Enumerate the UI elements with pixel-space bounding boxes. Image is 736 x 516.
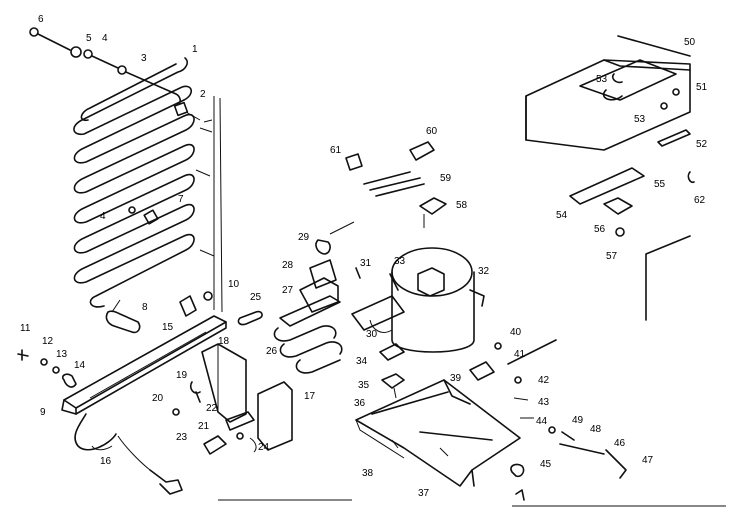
callout-16: 16: [100, 456, 112, 467]
condenser-coil: [73, 57, 195, 313]
callout-51: 51: [696, 82, 708, 93]
callout-61: 61: [330, 145, 342, 156]
callout-22: 22: [206, 403, 218, 414]
callout-40: 40: [510, 327, 522, 338]
callout-62: 62: [694, 195, 706, 206]
callout-33: 33: [394, 256, 406, 267]
fill-tube: [645, 235, 691, 321]
callout-35: 35: [358, 380, 370, 391]
callout-13: 13: [56, 349, 68, 360]
callout-42: 42: [538, 375, 550, 386]
fitting-2: [173, 101, 213, 123]
callout-57: 57: [606, 251, 618, 262]
callout-46: 46: [614, 438, 626, 449]
callout-53b: 53: [634, 114, 646, 125]
callout-28: 28: [282, 260, 294, 271]
callout-44: 44: [536, 416, 548, 427]
callout-labels: 6 5 4 3 1 2 4 7 8 10 15 11 12 13 14 9 16…: [20, 14, 708, 499]
callout-37: 37: [418, 488, 430, 499]
housing-hardware: [569, 88, 695, 237]
callout-39: 39: [450, 373, 462, 384]
callout-53: 53: [596, 74, 608, 85]
callout-1: 1: [192, 44, 198, 55]
callout-26: 26: [266, 346, 278, 357]
callout-56: 56: [594, 224, 606, 235]
callout-36: 36: [354, 398, 366, 409]
callout-12: 12: [42, 336, 54, 347]
callout-8: 8: [142, 302, 148, 313]
callout-45: 45: [540, 459, 552, 470]
base-pan: [355, 379, 521, 487]
callout-47: 47: [642, 455, 654, 466]
callout-60: 60: [426, 126, 438, 137]
callout-38: 38: [362, 468, 374, 479]
grommet-34: [379, 343, 405, 361]
callout-58: 58: [456, 200, 468, 211]
callout-18: 18: [218, 336, 230, 347]
callout-50: 50: [684, 37, 696, 48]
compressor: [351, 247, 485, 353]
callout-30: 30: [366, 329, 378, 340]
callout-4b: 4: [100, 211, 106, 222]
callout-10: 10: [228, 279, 240, 290]
callout-29: 29: [298, 232, 310, 243]
bottom-rules: [218, 499, 726, 507]
fitting-29: [315, 221, 355, 255]
top-fittings: [29, 27, 181, 105]
callout-4: 4: [102, 33, 108, 44]
callout-41: 41: [514, 349, 526, 360]
callout-23: 23: [176, 432, 188, 443]
fitting-10-15: [179, 291, 213, 317]
callout-54: 54: [556, 210, 568, 221]
callout-14: 14: [74, 360, 86, 371]
callout-32: 32: [478, 266, 490, 277]
fitting-4-7: [128, 206, 159, 225]
callout-21: 21: [198, 421, 210, 432]
callout-34: 34: [356, 356, 368, 367]
clips-and-coils: [237, 259, 343, 374]
thermostat-parts: [345, 141, 447, 228]
callout-59: 59: [440, 173, 452, 184]
callout-31: 31: [360, 258, 372, 269]
callout-27: 27: [282, 285, 294, 296]
callout-9: 9: [40, 407, 46, 418]
callout-6: 6: [38, 14, 44, 25]
callout-25: 25: [250, 292, 262, 303]
callout-2: 2: [200, 89, 206, 100]
callout-5: 5: [86, 33, 92, 44]
drier: [105, 310, 141, 334]
mount-35: [381, 373, 405, 399]
relay-brackets: [172, 343, 293, 455]
vertical-tube: [195, 96, 223, 313]
callout-43: 43: [538, 397, 550, 408]
callout-55: 55: [654, 179, 666, 190]
callout-7: 7: [178, 194, 184, 205]
callout-15: 15: [162, 322, 174, 333]
callout-3: 3: [141, 53, 147, 64]
callout-19: 19: [176, 370, 188, 381]
fan-assembly-parts: [469, 339, 627, 501]
callout-52: 52: [696, 139, 708, 150]
callout-17: 17: [304, 391, 316, 402]
power-cord: [74, 413, 183, 495]
callout-48: 48: [590, 424, 602, 435]
base-rail: [17, 315, 227, 415]
callout-20: 20: [152, 393, 164, 404]
evaporator-housing: [525, 35, 691, 151]
callout-11: 11: [20, 323, 31, 334]
callout-49: 49: [572, 415, 584, 426]
callout-24: 24: [258, 442, 270, 453]
